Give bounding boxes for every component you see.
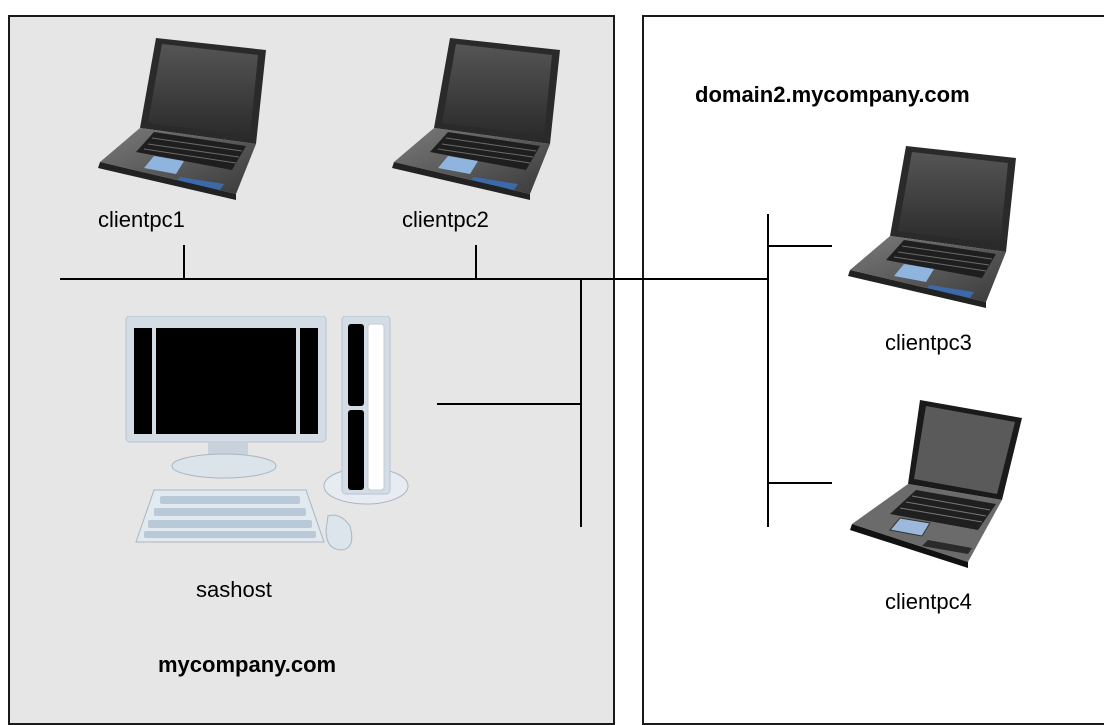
domain-region-domain2 (642, 15, 1104, 725)
sashost-label: sashost (196, 577, 272, 602)
laptop-icon[interactable] (96, 32, 272, 202)
domain1-label: mycompany.com (158, 652, 337, 677)
clientpc4-label: clientpc4 (885, 589, 972, 614)
domain2-label: domain2.mycompany.com (695, 82, 970, 107)
network-connections (60, 214, 832, 527)
desktop-computer-icon[interactable] (120, 316, 420, 556)
clientpc3-label: clientpc3 (885, 330, 972, 355)
laptop-open-icon[interactable] (850, 396, 1030, 568)
laptop-icon[interactable] (390, 32, 566, 202)
clientpc1-label: clientpc1 (98, 207, 185, 232)
laptop-icon[interactable] (846, 140, 1022, 310)
clientpc2-label: clientpc2 (402, 207, 489, 232)
